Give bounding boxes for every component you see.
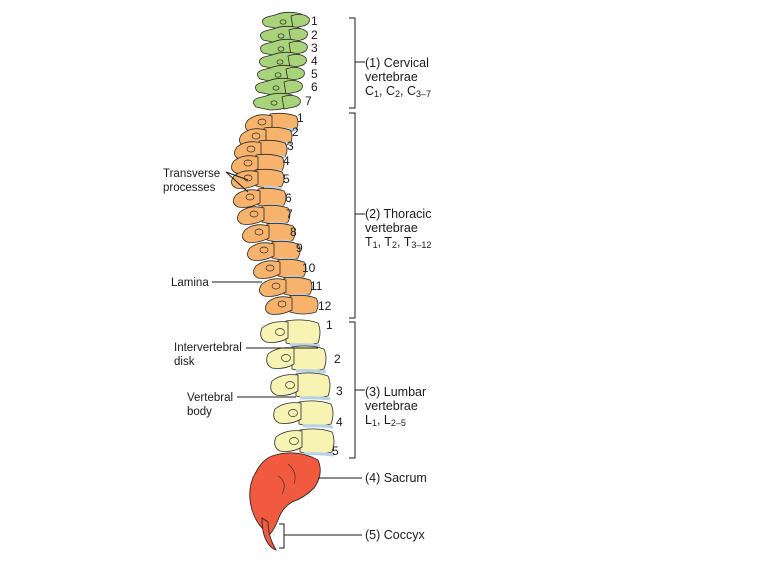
thoracic-number: 4 bbox=[283, 154, 290, 168]
thoracic-number: 11 bbox=[310, 279, 323, 293]
lumbar-abbr-part: L1 bbox=[365, 413, 377, 428]
lumbar-number: 1 bbox=[326, 318, 333, 332]
thoracic-kind: vertebrae bbox=[365, 221, 418, 235]
body-line2: body bbox=[187, 406, 212, 418]
coccyx-shape bbox=[261, 517, 277, 551]
transverse-line1: Transverse bbox=[163, 168, 221, 180]
intervertebral-disk-callout: Intervertebral disk bbox=[174, 341, 242, 369]
thoracic-vertebra bbox=[237, 204, 291, 226]
transverse-line2: processes bbox=[163, 182, 216, 194]
thoracic-number: 8 bbox=[290, 225, 297, 239]
cervical-vertebra bbox=[257, 64, 305, 83]
lumbar-vertebra bbox=[274, 428, 335, 457]
lumbar-number: 3 bbox=[336, 384, 343, 398]
lumbar-abbr-part: , L2–5 bbox=[376, 413, 406, 428]
coccyx-bracket bbox=[279, 523, 362, 549]
thoracic-name: (2) Thoracic bbox=[365, 207, 432, 221]
lumbar-abbr: L1, L2–5 bbox=[365, 413, 426, 428]
thoracic-vertebra bbox=[253, 258, 307, 280]
thoracic-vertebra bbox=[242, 222, 296, 244]
lumbar-number: 5 bbox=[332, 444, 339, 458]
thoracic-abbr: T1, T2, T3–12 bbox=[365, 235, 432, 250]
cervical-vertebra bbox=[255, 77, 303, 96]
cervical-abbr-part: C1 bbox=[365, 84, 380, 99]
thoracic-vertebra bbox=[233, 187, 287, 208]
cervical-number: 5 bbox=[311, 67, 318, 81]
thoracic-number: 5 bbox=[283, 172, 290, 186]
cervical-number: 3 bbox=[311, 41, 318, 55]
sacrum-name: (4) Sacrum bbox=[365, 471, 427, 485]
cervical-bracket bbox=[349, 17, 365, 109]
cervical-abbr: C1, C2, C3–7 bbox=[365, 84, 432, 99]
cervical-abbr-part: , C3–7 bbox=[400, 84, 432, 99]
cervical-label: (1) Cervical vertebrae C1, C2, C3–7 bbox=[365, 56, 432, 99]
cervical-kind: vertebrae bbox=[365, 70, 418, 84]
cervical-vertebra bbox=[253, 92, 301, 111]
thoracic-abbr-part: , T3–12 bbox=[397, 235, 432, 250]
cervical-vertebra bbox=[260, 25, 308, 44]
cervical-number: 4 bbox=[311, 54, 318, 68]
thoracic-number: 12 bbox=[318, 299, 332, 313]
thoracic-vertebra bbox=[231, 168, 285, 190]
thoracic-number: 3 bbox=[287, 139, 294, 153]
disk-line1: Intervertebral bbox=[174, 342, 242, 354]
thoracic-number: 9 bbox=[296, 241, 303, 255]
lumbar-name: (3) Lumbar bbox=[365, 385, 427, 399]
thoracic-abbr-part: T1 bbox=[365, 235, 378, 250]
lumbar-vertebra bbox=[273, 400, 334, 429]
thoracic-number: 1 bbox=[297, 111, 304, 125]
thoracic-number: 7 bbox=[286, 207, 293, 221]
cervical-name: (1) Cervical bbox=[365, 56, 429, 70]
transverse-processes-callout: Transverse processes bbox=[163, 167, 220, 195]
lumbar-vertebra bbox=[270, 372, 331, 401]
cervical-number: 1 bbox=[311, 14, 318, 28]
vertebral-body-callout: Vertebral body bbox=[187, 391, 233, 419]
thoracic-label: (2) Thoracic vertebrae T1, T2, T3–12 bbox=[365, 207, 432, 250]
cervical-number: 7 bbox=[305, 94, 312, 108]
transverse-leader bbox=[225, 171, 249, 193]
thoracic-number: 6 bbox=[285, 191, 292, 205]
sacrum-label: (4) Sacrum bbox=[365, 471, 427, 485]
coccyx-label: (5) Coccyx bbox=[365, 528, 425, 542]
body-line1: Vertebral bbox=[187, 392, 234, 404]
sacrum-shape bbox=[249, 452, 321, 535]
thoracic-vertebra bbox=[247, 240, 301, 262]
thoracic-bracket bbox=[349, 112, 365, 319]
coccyx-name: (5) Coccyx bbox=[365, 528, 425, 542]
lumbar-number: 2 bbox=[334, 352, 341, 366]
lumbar-label: (3) Lumbar vertebrae L1, L2–5 bbox=[365, 385, 427, 428]
lumbar-vertebra bbox=[260, 319, 321, 348]
cervical-vertebra bbox=[262, 11, 310, 30]
lumbar-number: 4 bbox=[336, 415, 343, 429]
thoracic-abbr-part: , T2 bbox=[377, 235, 398, 250]
cervical-number: 2 bbox=[311, 28, 318, 42]
thoracic-number: 10 bbox=[302, 261, 316, 275]
lamina-callout: Lamina bbox=[171, 276, 209, 290]
thoracic-number: 2 bbox=[292, 125, 299, 139]
thoracic-vertebra bbox=[265, 294, 319, 315]
cervical-vertebra bbox=[260, 38, 308, 57]
thoracic-vertebra bbox=[259, 276, 313, 298]
cervical-number: 6 bbox=[311, 80, 318, 94]
cervical-abbr-part: , C2 bbox=[379, 84, 401, 99]
lumbar-bracket bbox=[349, 321, 365, 459]
cervical-vertebra bbox=[259, 51, 307, 70]
lamina-text: Lamina bbox=[171, 277, 209, 289]
lumbar-vertebra bbox=[266, 345, 327, 374]
lumbar-kind: vertebrae bbox=[365, 399, 418, 413]
disk-line2: disk bbox=[174, 356, 195, 368]
